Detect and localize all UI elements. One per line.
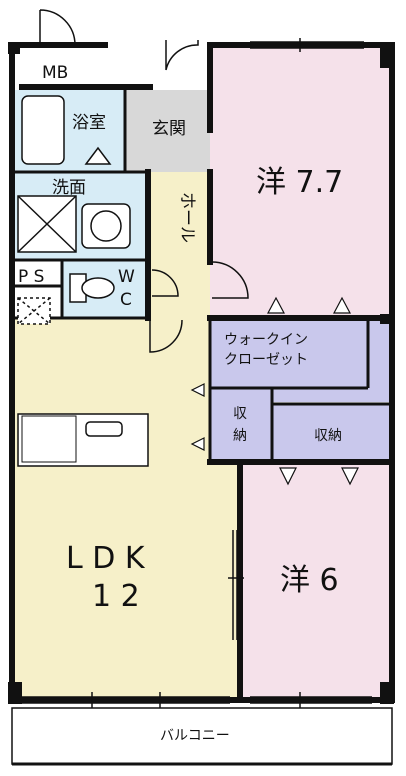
closet-markers bbox=[190, 296, 359, 486]
label-storage-left-1: 収 bbox=[233, 406, 247, 422]
western-room-6 bbox=[240, 462, 390, 697]
label-wc-c: C bbox=[120, 290, 132, 310]
columns bbox=[8, 42, 394, 704]
balcony bbox=[11, 707, 393, 765]
label-washroom: 洗面 bbox=[52, 178, 86, 198]
walls bbox=[9, 42, 395, 703]
label-hall: ホール bbox=[177, 192, 197, 243]
label-entrance: 玄関 bbox=[152, 119, 186, 139]
storage-left bbox=[210, 388, 272, 462]
label-balcony: バルコニー bbox=[160, 728, 230, 744]
storage-right bbox=[272, 404, 390, 462]
label-bath: 浴室 bbox=[72, 113, 106, 133]
label-ps: P S bbox=[18, 267, 44, 287]
partitions bbox=[12, 90, 390, 462]
label-walkin-1: ウォークイン bbox=[224, 332, 308, 348]
label-wc-w: W bbox=[118, 267, 135, 287]
ldk-room bbox=[15, 318, 240, 698]
label-western-7-7: 洋 7.7 bbox=[256, 165, 343, 200]
windows bbox=[22, 38, 372, 708]
label-western-6: 洋 6 bbox=[280, 563, 339, 598]
doors bbox=[39, 9, 249, 353]
label-storage-right: 収納 bbox=[314, 428, 342, 444]
label-ldk-2: 1 2 bbox=[92, 579, 140, 614]
fixtures bbox=[17, 95, 149, 467]
entrance-room bbox=[125, 90, 210, 172]
label-storage-left-2: 納 bbox=[233, 428, 247, 444]
western-room-7-7 bbox=[210, 45, 390, 315]
label-ldk-1: L D K bbox=[66, 541, 146, 576]
hall-room bbox=[148, 172, 210, 318]
label-mb: MB bbox=[42, 63, 68, 83]
mb-box bbox=[25, 57, 95, 87]
label-walkin-2: クローゼット bbox=[224, 352, 308, 368]
